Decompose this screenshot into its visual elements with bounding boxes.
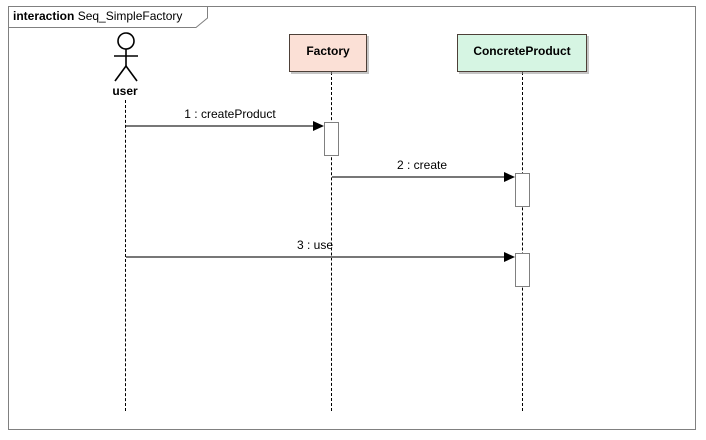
participant-factory[interactable]: Factory xyxy=(289,34,367,72)
activation-concreteproduct-1 xyxy=(515,173,530,207)
message-2-arrowhead xyxy=(504,172,515,182)
frame-header: interaction Seq_SimpleFactory xyxy=(8,6,208,28)
message-1-label: 1 : createProduct xyxy=(184,107,276,121)
actor-stick-figure-icon xyxy=(114,32,138,82)
actor-user-label: user xyxy=(112,84,138,98)
activation-factory-1 xyxy=(324,122,339,156)
lifeline-user xyxy=(125,100,126,411)
message-2-line[interactable] xyxy=(332,176,504,178)
message-3-label: 3 : use xyxy=(296,238,334,252)
message-1-arrowhead xyxy=(313,121,324,131)
message-3-line[interactable] xyxy=(126,256,504,258)
frame-header-shape xyxy=(8,6,208,28)
actor-user[interactable] xyxy=(107,32,145,89)
message-2-label: 2 : create xyxy=(396,158,448,172)
frame-keyword: interaction xyxy=(13,9,75,23)
message-1-line[interactable] xyxy=(126,125,313,127)
frame-header-label: interaction Seq_SimpleFactory xyxy=(13,9,182,24)
lifeline-concreteproduct xyxy=(522,72,523,411)
message-3-arrowhead xyxy=(504,252,515,262)
lifeline-factory xyxy=(331,72,332,411)
interaction-frame xyxy=(8,6,696,430)
participant-concreteproduct[interactable]: ConcreteProduct xyxy=(457,34,587,72)
frame-name: Seq_SimpleFactory xyxy=(77,9,183,23)
activation-concreteproduct-2 xyxy=(515,253,530,287)
